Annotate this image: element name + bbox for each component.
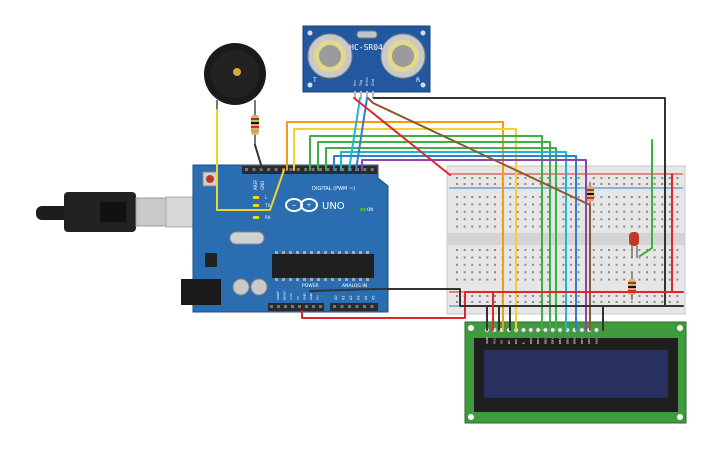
wire-cyan-2 <box>348 97 361 171</box>
lcd-pin-label: DB0 <box>529 338 533 344</box>
lcd-pin-label: DB7 <box>580 338 584 344</box>
wire-gnd-black <box>309 288 684 307</box>
analog-pin-label: A4 <box>364 295 368 300</box>
analog-label: ANALOG IN <box>342 283 367 289</box>
lcd-pin-label: RW <box>514 339 518 344</box>
power-jack <box>181 279 221 305</box>
analog-pin-label: A2 <box>349 295 353 300</box>
l-label: L <box>265 195 268 200</box>
wire-sensor-black <box>373 97 666 307</box>
lcd-pin-label: DB3 <box>551 338 555 344</box>
power-label: POWER <box>302 283 319 289</box>
analog-pin-label: A3 <box>357 295 361 300</box>
wire-blue-1 <box>355 97 368 171</box>
wire-yellow <box>293 128 517 331</box>
analog-header <box>330 303 378 311</box>
breadboard-resistor-1 <box>586 182 594 205</box>
wires <box>216 97 684 331</box>
wire-green-3 <box>325 147 557 331</box>
aref-label: AREF <box>253 179 258 190</box>
power-pin-label: GND <box>302 292 306 300</box>
digital-label: DIGITAL (PWM ~) <box>312 186 355 192</box>
wire-blue-2 <box>333 155 577 331</box>
svg-text:−: − <box>291 202 296 209</box>
sensor-pin-label: Trig <box>359 80 363 87</box>
uno-label: UNO <box>322 201 345 212</box>
wire-purple <box>361 159 587 331</box>
wire-sensor-brown <box>367 97 591 331</box>
sensor-pin-label: Vcc <box>353 80 357 86</box>
lcd-pin-label: DB1 <box>536 338 540 344</box>
sensor-pin-label: Gnd <box>371 79 375 86</box>
buzzer-resistor <box>251 110 259 145</box>
wire-green-2 <box>317 141 551 331</box>
power-pin-label: 5V <box>296 295 300 300</box>
sensor-r-mark: R <box>416 77 420 84</box>
gnd-label: GND <box>260 181 265 190</box>
analog-pin-label: A5 <box>372 295 376 300</box>
lcd-pin-label: GND <box>485 336 489 344</box>
lcd-pin-label: LED <box>587 337 591 344</box>
arduino-uno-board: AREF GND DIGITAL (PWM ~) TX RX L − + UNO… <box>181 164 389 313</box>
wire-green-1 <box>309 135 543 331</box>
svg-text:+: + <box>306 202 311 209</box>
on-label: ON <box>367 207 373 212</box>
analog-pin-label: A1 <box>342 295 346 300</box>
lcd-pin-label: LED <box>595 337 599 344</box>
lcd-pin-label: DB4 <box>558 338 562 344</box>
piezo-buzzer <box>204 43 266 112</box>
power-header <box>268 303 324 311</box>
power-pin-label: RESET <box>283 290 287 300</box>
wire-buzzer-yellow <box>216 109 285 211</box>
sensor-pin-label: Echo <box>365 78 369 87</box>
lcd-pin-label: DB6 <box>573 338 577 344</box>
power-pin-label: 3.3V <box>289 292 293 300</box>
wire-sensor-red <box>353 97 451 176</box>
power-pin-label: IOREF <box>276 291 280 300</box>
wire-green-led-visible <box>639 139 653 257</box>
wire-5v-red <box>301 291 684 319</box>
power-pin-label: GND <box>309 292 313 300</box>
lcd-pin-label: V0 <box>500 340 504 344</box>
sensor-model-label: HC-SR04 <box>349 43 383 52</box>
red-led <box>629 232 639 258</box>
lcd-pin-label: DB2 <box>543 338 547 344</box>
lcd-pin-label: VCC <box>492 338 496 344</box>
wire-cyan-1 <box>340 151 567 331</box>
power-pin-label: Vin <box>316 295 320 300</box>
usb-cable <box>36 192 219 232</box>
sensor-t-mark: T <box>312 77 317 84</box>
wire-buzzer-black <box>254 144 263 169</box>
lcd-screen <box>484 350 668 398</box>
tx-label: TX <box>264 203 270 208</box>
atmega-chip <box>272 254 374 278</box>
arduino-logo: − + <box>285 198 318 212</box>
lcd-pin-label: RS <box>507 340 511 344</box>
lcd-pin-label: DB5 <box>565 338 569 344</box>
wire-orange <box>286 121 504 331</box>
lcd-pin-label: E <box>522 342 526 344</box>
analog-pin-label: A0 <box>334 295 338 300</box>
rx-label: RX <box>265 215 271 220</box>
